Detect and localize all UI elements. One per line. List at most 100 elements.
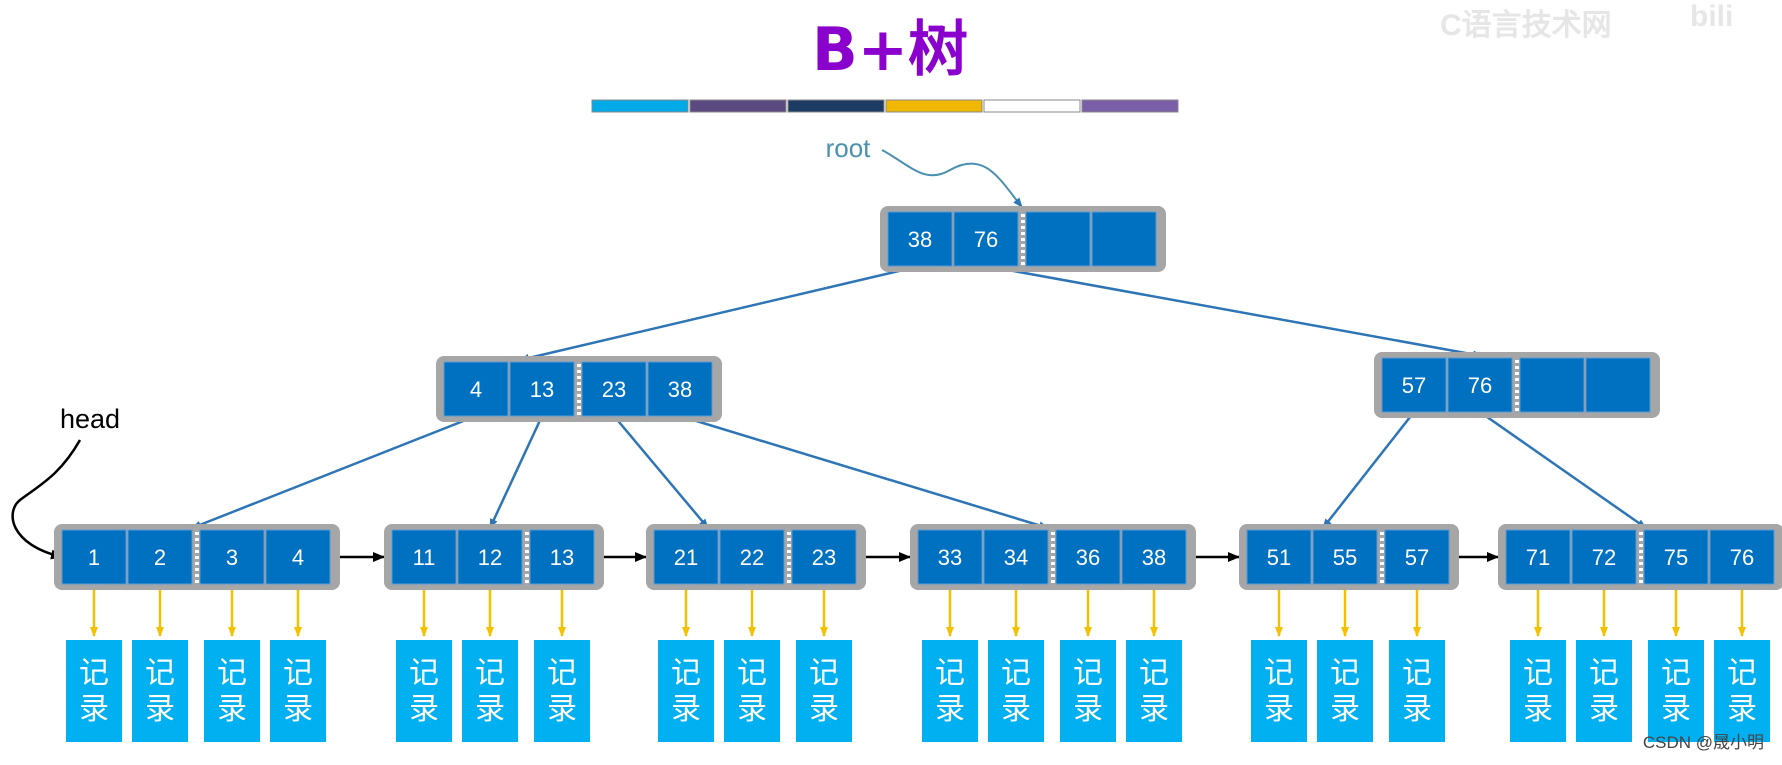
key-value: 76 — [1730, 545, 1754, 570]
key-value: 55 — [1333, 545, 1357, 570]
record-label: 录 — [145, 692, 175, 727]
record-label: 记 — [79, 656, 109, 691]
record-label: 录 — [547, 692, 577, 727]
diagram-title: B+树 — [812, 15, 968, 85]
record-label: 录 — [1523, 692, 1553, 727]
node-split-dots — [195, 544, 199, 547]
node-split-dots — [1639, 550, 1643, 553]
record-box: 记录 — [1576, 640, 1632, 742]
record-box: 记录 — [1714, 640, 1770, 742]
node-split-dots — [1051, 580, 1055, 583]
record-label: 记 — [1073, 656, 1103, 691]
record-label: 记 — [1661, 656, 1691, 691]
key-value: 57 — [1405, 545, 1429, 570]
node-split-dots — [577, 376, 581, 379]
key-value: 38 — [908, 227, 932, 252]
record-box: 记录 — [1126, 640, 1182, 742]
record-label: 录 — [1402, 692, 1432, 727]
node-split-dots — [1515, 402, 1519, 405]
key-cell — [199, 529, 265, 585]
node-split-dots — [1380, 574, 1384, 577]
key-cell — [1246, 529, 1312, 585]
node-split-dots — [1380, 538, 1384, 541]
node-split-dots — [1639, 532, 1643, 535]
key-cell — [791, 529, 857, 585]
key-cell — [1585, 357, 1651, 413]
record-label: 录 — [1727, 692, 1757, 727]
record-box: 记录 — [1060, 640, 1116, 742]
key-cell — [1505, 529, 1571, 585]
node-split-dots — [525, 544, 529, 547]
key-cell — [953, 211, 1019, 267]
node-split-dots — [525, 562, 529, 565]
record-box-bg — [796, 640, 852, 742]
node-split-dots — [1639, 556, 1643, 559]
node-split-dots — [1021, 244, 1025, 247]
color-bar-segment — [787, 99, 885, 113]
key-cell — [1055, 529, 1121, 585]
node-split-dots — [1051, 562, 1055, 565]
node-split-dots — [1051, 556, 1055, 559]
node-split-dots — [787, 580, 791, 583]
key-value: 11 — [413, 545, 436, 570]
record-label: 录 — [1589, 692, 1619, 727]
key-value: 36 — [1076, 545, 1100, 570]
record-label: 记 — [1264, 656, 1294, 691]
node-split-dots — [787, 574, 791, 577]
key-value: 2 — [154, 545, 166, 570]
head-pointer-arrow — [11, 439, 82, 560]
record-label: 记 — [283, 656, 313, 691]
records: 记录记录记录记录记录记录记录记录记录记录记录记录记录记录记录记录记录记录记录记录… — [66, 640, 1770, 742]
node-split-dots — [577, 394, 581, 397]
node-split-dots — [525, 556, 529, 559]
node-split-dots — [577, 412, 581, 415]
node-split-dots — [1380, 556, 1384, 559]
node-split-dots — [1380, 550, 1384, 553]
record-label: 记 — [547, 656, 577, 691]
key-cell — [647, 361, 713, 417]
record-box-bg — [1576, 640, 1632, 742]
record-label: 录 — [935, 692, 965, 727]
node-split-dots — [1021, 250, 1025, 253]
record-label: 录 — [1073, 692, 1103, 727]
tree-edge — [679, 414, 1049, 530]
key-cell — [1091, 211, 1157, 267]
node-split-dots — [1515, 378, 1519, 381]
record-label: 记 — [1001, 656, 1031, 691]
node-split-dots — [1515, 396, 1519, 399]
key-value: 12 — [478, 545, 502, 570]
root-label: root — [826, 133, 872, 163]
record-label: 录 — [409, 692, 439, 727]
node-split-dots — [787, 532, 791, 535]
record-label: 记 — [409, 656, 439, 691]
key-cell — [653, 529, 719, 585]
key-value: 23 — [812, 545, 836, 570]
node-split-dots — [1380, 580, 1384, 583]
record-label: 录 — [1661, 692, 1691, 727]
color-bar-segment — [689, 99, 787, 113]
record-label: 录 — [475, 692, 505, 727]
record-box: 记录 — [66, 640, 122, 742]
watermark-left: C语言技术网 — [1440, 9, 1612, 42]
node-split-dots — [195, 532, 199, 535]
node-split-dots — [1515, 372, 1519, 375]
record-box-bg — [270, 640, 326, 742]
node-split-dots — [1639, 568, 1643, 571]
record-label: 录 — [809, 692, 839, 727]
key-cell — [983, 529, 1049, 585]
record-label: 记 — [1139, 656, 1169, 691]
node-split-dots — [577, 400, 581, 403]
node-split-dots — [787, 538, 791, 541]
key-value: 34 — [1004, 545, 1028, 570]
node-split-dots — [787, 550, 791, 553]
record-label: 录 — [1139, 692, 1169, 727]
node-split-dots — [577, 406, 581, 409]
key-value: 33 — [938, 545, 962, 570]
record-label: 记 — [475, 656, 505, 691]
key-cell — [1643, 529, 1709, 585]
